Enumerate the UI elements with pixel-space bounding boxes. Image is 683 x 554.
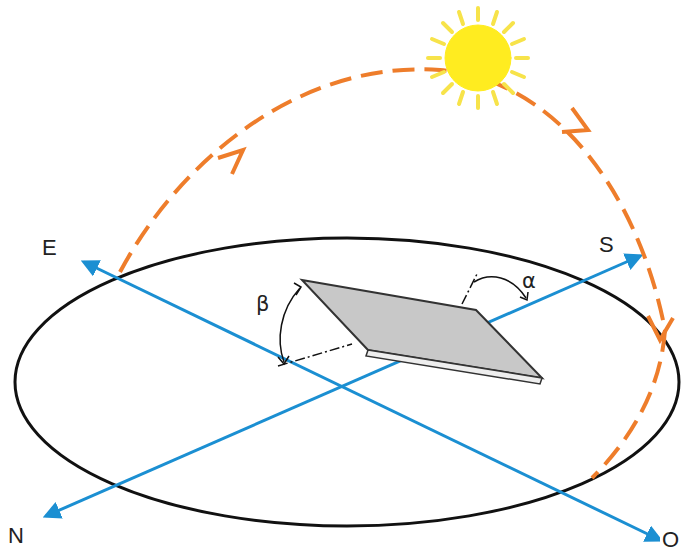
north-south-axis <box>46 256 640 516</box>
path-arrow <box>562 108 588 132</box>
solar-panel <box>302 280 542 384</box>
angle-label: β <box>254 293 271 316</box>
path-arrow <box>218 150 243 174</box>
compass-label: S <box>597 233 616 257</box>
azimuth-arc <box>474 277 526 298</box>
sun-path <box>120 69 665 478</box>
sun <box>428 8 528 108</box>
tilt-arc <box>280 288 300 362</box>
angle-label: α <box>520 270 538 293</box>
east-west-axis <box>84 262 660 540</box>
compass-label: E <box>40 236 59 260</box>
compass-label: O <box>660 528 681 552</box>
azimuth-reference <box>462 272 478 304</box>
compass-label: N <box>6 524 26 548</box>
path-arrow <box>648 316 673 340</box>
tilt-reference <box>278 344 352 366</box>
horizon-ellipse <box>15 238 679 526</box>
